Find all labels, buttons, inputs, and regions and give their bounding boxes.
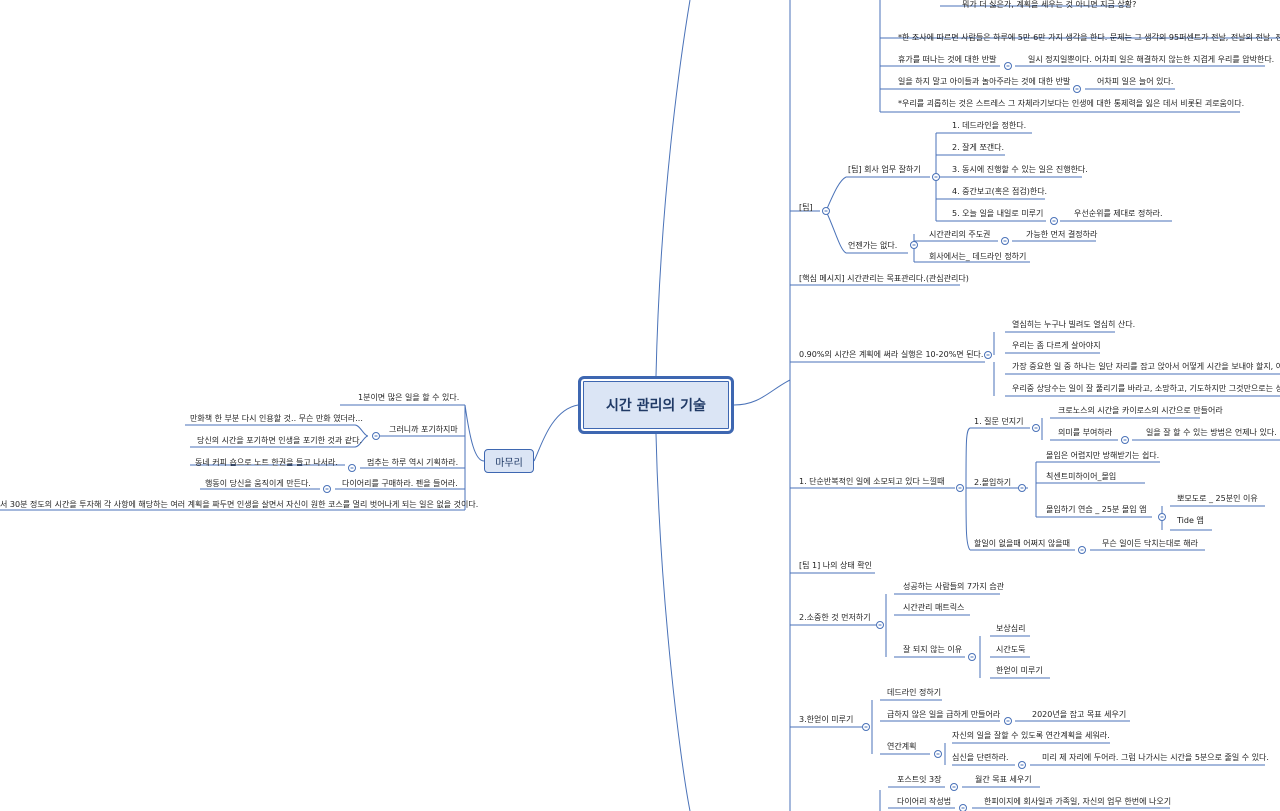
topic-node[interactable]: 무슨 일이든 닥치는대로 해라 [1102,539,1198,548]
topic-node[interactable]: 1. 질문 던지기 [974,417,1024,426]
topic-node[interactable]: 우선순위를 제대로 정하라. [1074,209,1163,218]
topic-node[interactable]: 4. 중간보고(혹은 점검)한다. [952,187,1048,196]
topic-node[interactable]: [팁] [799,203,813,212]
topic-node[interactable]: *우리를 괴롭히는 것은 스트레스 그 자체라기보다는 인생에 대한 통제력을 … [898,99,1245,108]
topic-node[interactable]: [팁 1] 나의 상태 확인 [799,561,873,570]
left-node[interactable]: 만화책 한 부분 다시 인용할 것.. 무슨 만화 였더라... [190,414,363,423]
left-node[interactable]: 1분이면 많은 일을 할 수 있다. [358,393,460,402]
topic-node[interactable]: 1. 단순반복적인 일에 소모되고 있다 느낄때 [799,477,945,486]
central-topic[interactable]: 시간 관리의 기술 [578,376,734,434]
topic-node[interactable]: 가장 중요한 일 중 하나는 일단 자리를 잡고 앉아서 어떻게 시간을 보내야… [1012,362,1280,371]
topic-node[interactable]: 0.90%의 시간은 계획에 써라 실행은 10-20%면 된다. [799,350,984,359]
topic-node[interactable]: 뽀모도로 _ 25분인 이유 [1177,494,1258,503]
topic-node[interactable]: 3. 동시에 진행할 수 있는 일은 진행한다. [952,165,1088,174]
main-topic-finish[interactable]: 마무리 [484,449,534,473]
left-node[interactable]: 동네 커피 숍으로 노트 한권을 들고 나서라. [195,458,338,467]
topic-node[interactable]: 시간관리 매트릭스 [903,603,965,612]
topic-node[interactable]: 일을 잘 할 수 있는 방법은 언제나 있다. [1146,428,1277,437]
topic-node[interactable]: 데드라인 정하기 [887,688,942,697]
topic-node[interactable]: 한얻이 미루기 [996,666,1043,675]
left-node[interactable]: 서 30분 정도의 시간을 투자해 각 사항에 해당하는 여러 계획을 짜두면 … [0,500,479,509]
topic-node[interactable]: 심신을 단련하라. [952,753,1009,762]
topic-node[interactable]: Tide 앱 [1177,516,1204,525]
topic-node[interactable]: 우리중 상당수는 일이 잘 풀리기를 바라고, 소망하고, 기도하지만 그것만으… [1012,384,1280,393]
topic-node[interactable]: 미리 제 자리에 두어라. 그럼 나가시는 시간을 5분으로 줄일 수 있다. [1042,753,1269,762]
topic-node[interactable]: 2.몰입하기 [974,478,1012,487]
topic-node[interactable]: 2. 잘게 쪼갠다. [952,143,1005,152]
topic-node[interactable]: 급하지 않은 일을 급하게 만들어라 [887,710,1001,719]
topic-node[interactable]: 보상심리 [996,624,1026,633]
topic-node[interactable]: 시간관리의 주도권 [929,230,991,239]
topic-node[interactable]: 의미를 부여하라 [1058,428,1113,437]
topic-node[interactable]: 포스트잇 3장 [897,775,942,784]
topic-node[interactable]: 뭐가 더 싫은가, 계획을 세우는 것 아니면 지금 상황? [962,0,1137,9]
topic-node[interactable]: 1. 데드라인을 정한다. [952,121,1027,130]
topic-node[interactable]: 다이어리 작성법 [897,797,952,806]
left-node[interactable]: 당신의 시간을 포기하면 인생을 포기한 것과 같다. [197,436,362,445]
topic-node[interactable]: 일시 정지일뿐이다. 어차피 일은 해결하지 않는한 지겹게 우리를 압박한다. [1028,55,1275,64]
topic-node[interactable]: 가능한 먼저 결정하라 [1026,230,1098,239]
topic-node[interactable]: 몰입하기 연습 _ 25분 몰입 앱 [1046,505,1147,514]
left-node[interactable]: 행동이 당신을 움직이게 만든다. [205,479,311,488]
topic-node[interactable]: 성공하는 사람들의 7가지 습관 [903,582,1005,591]
topic-node[interactable]: 2020년을 잡고 목표 세우기 [1032,710,1127,719]
left-node[interactable]: 다이어리를 구매하라. 펜을 들어라. [342,479,458,488]
topic-node[interactable]: 몰입은 어렵지만 방해받기는 쉽다. [1046,451,1160,460]
topic-node[interactable]: 열심히는 누구나 빌려도 열심히 산다. [1012,320,1136,329]
topic-node[interactable]: 잘 되지 않는 이유 [903,645,963,654]
topic-node[interactable]: 3.한얻이 미루기 [799,715,854,724]
topic-node[interactable]: 회사에서는_ 데드라인 정하기 [929,252,1027,261]
topic-node[interactable]: 휴가를 떠나는 것에 대한 반발 [898,55,997,64]
topic-node[interactable]: 어차피 일은 늘어 있다. [1097,77,1174,86]
topic-node[interactable]: [핵심 메시지] 시간관리는 목표관리다.(관심관리다) [799,274,969,283]
left-node[interactable]: 그러니까 포기하지마 [389,425,458,434]
topic-node[interactable]: 연간계획 [887,742,917,751]
left-node[interactable]: 멈추는 하루 역시 기획하라. [367,458,459,467]
topic-node[interactable]: 2.소중한 것 먼저하기 [799,613,871,622]
topic-node[interactable]: [팁] 회사 업무 잘하기 [848,165,921,174]
topic-node[interactable]: 한피이지에 회사일과 가족일, 자신의 업무 한번에 나오기 [984,797,1172,806]
topic-node[interactable]: 할일이 없을때 어쩌지 않을때 [974,539,1070,548]
topic-node[interactable]: 자신의 일을 잘할 수 있도록 연간계획을 세워라. [952,731,1110,740]
topic-node[interactable]: 크로노스의 시간을 카이로스의 시간으로 만들어라 [1058,406,1223,415]
topic-node[interactable]: 칙센트미하이어_몰입 [1046,472,1117,481]
topic-node[interactable]: 일을 하지 말고 아이들과 놀아주라는 것에 대한 반발 [898,77,1071,86]
topic-node[interactable]: 언젠가는 없다. [848,241,898,250]
topic-node[interactable]: 5. 오늘 일을 내일로 미루기 [952,209,1044,218]
topic-node[interactable]: 시간도둑 [996,645,1026,654]
topic-node[interactable]: 우리는 좀 다르게 살아야지 [1012,341,1101,350]
topic-node[interactable]: *한 조사에 따르면 사람들은 하루에 5만-6만 가지 생각을 한다. 문제는… [898,33,1280,42]
topic-node[interactable]: 월간 목표 세우기 [975,775,1032,784]
